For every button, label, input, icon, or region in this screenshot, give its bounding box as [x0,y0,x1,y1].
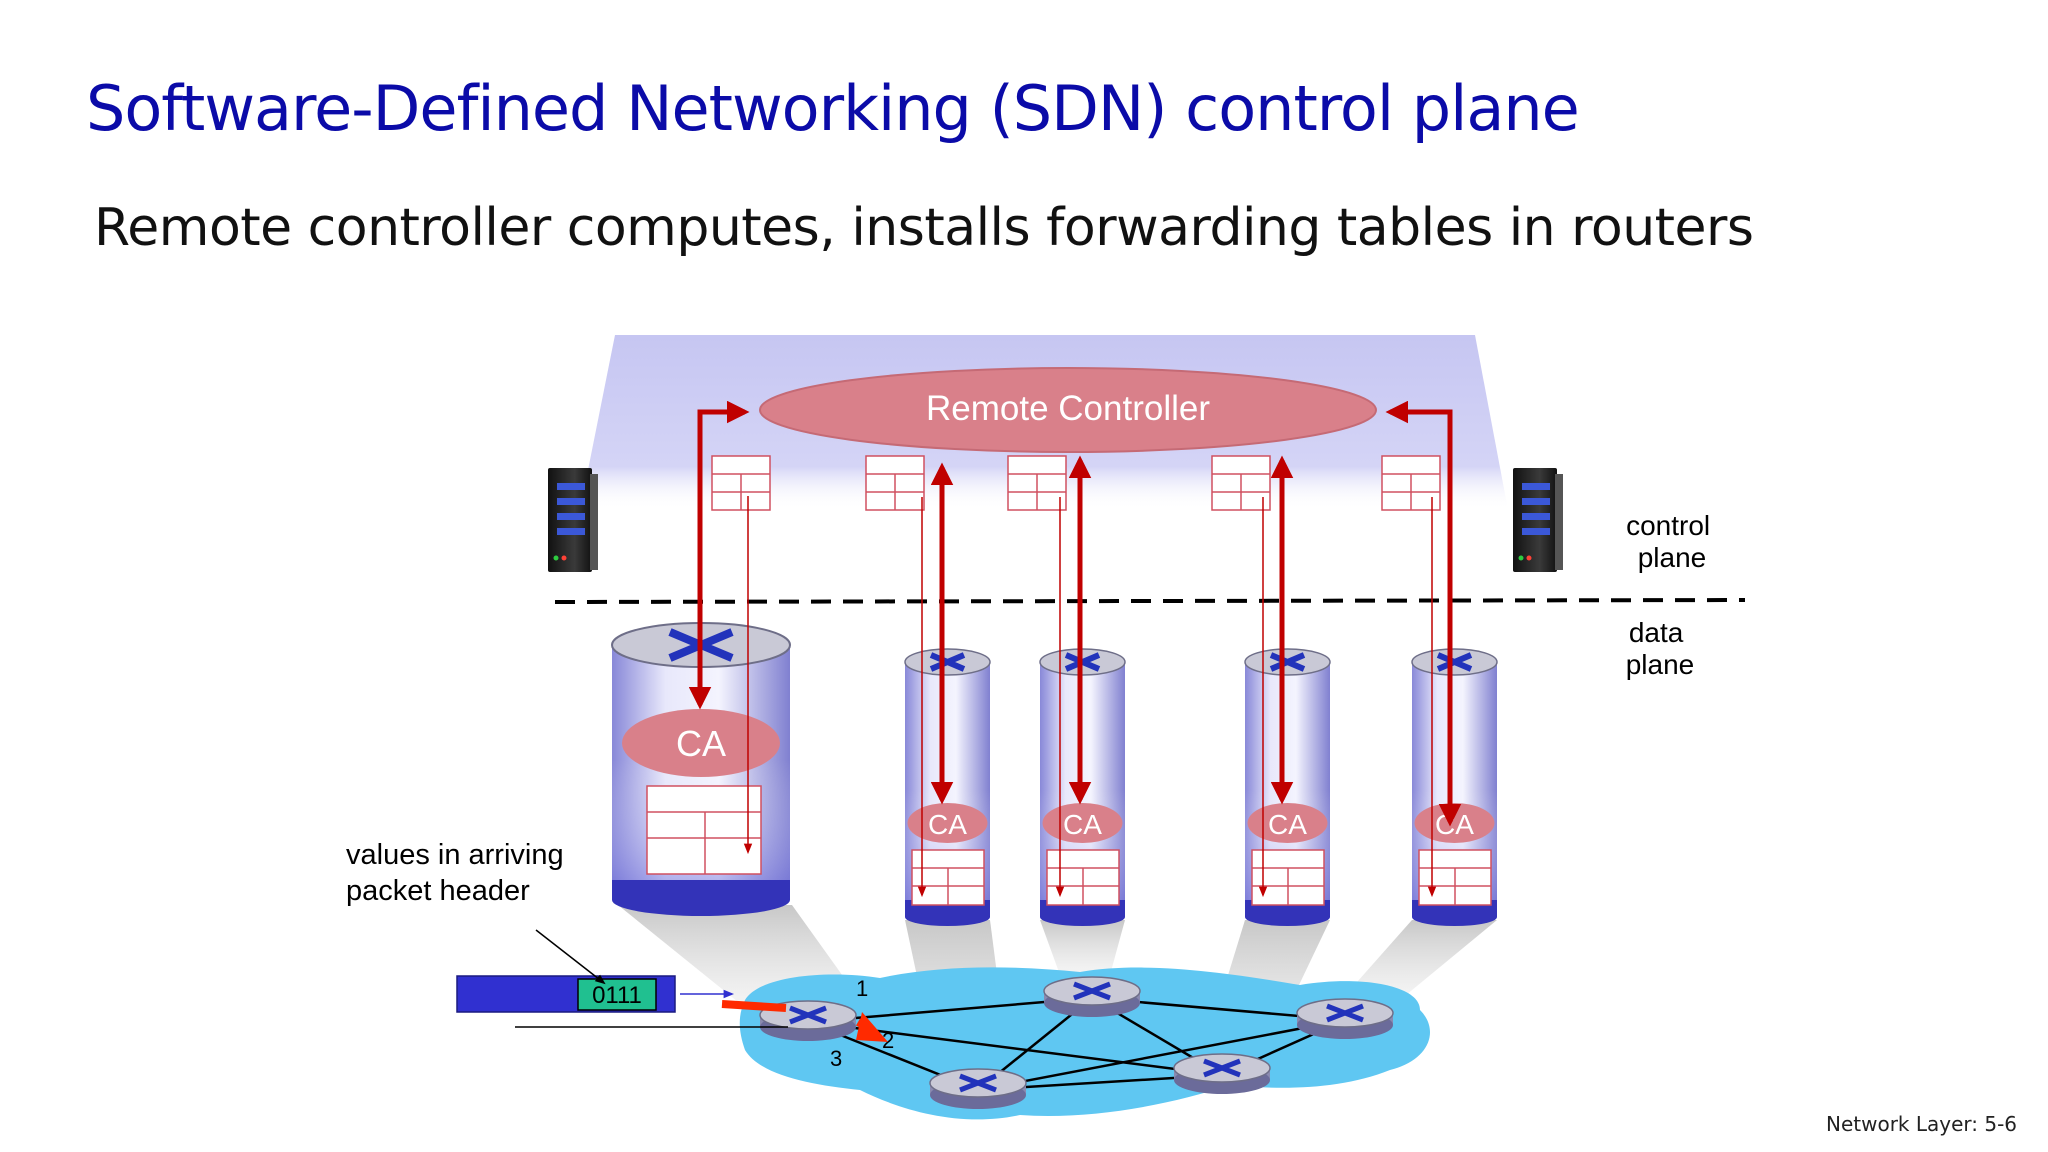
router-cylinder: CA [1411,648,1498,926]
network-routers [759,976,1394,1109]
control-plane-label: control plane [1626,510,1718,573]
server-rack-icon [1513,468,1563,572]
router-cylinder: CA [904,648,991,926]
port-label: 3 [830,1046,842,1071]
control-agent-label: CA [928,809,967,840]
flow-table-icon [1007,455,1067,511]
flow-table-icon [1046,849,1120,906]
remote-controller-label: Remote Controller [926,389,1210,428]
control-agent [622,709,780,777]
control-agent-label: CA [1435,809,1474,840]
packet-header-value-box [577,978,657,1011]
control-agent [907,803,988,843]
plane-divider [554,598,1746,604]
arriving-packet: 0111 [456,975,735,1013]
large-router: CA [611,622,791,916]
flow-table-icon [1418,849,1492,906]
control-agent [1042,803,1123,843]
forwarding-arrow [721,1000,787,1012]
flow-table-icon [911,849,985,906]
slide-footer: Network Layer: 5-6 [1826,1112,2018,1136]
small-routers: CA CA CA [904,648,1498,926]
router-icon [1173,1053,1271,1094]
slide-subtitle: Remote controller computes, installs for… [94,198,1754,258]
router-icon [1296,998,1394,1039]
flow-table-icon [646,785,762,875]
forwarding-arrow-head [856,1012,888,1042]
control-agent-label: CA [676,723,726,764]
packet-header-value: 0111 [592,982,642,1009]
data-plane-label: data plane [1626,617,1695,680]
flow-table-icon [865,455,925,511]
slide-title: Software-Defined Networking (SDN) contro… [86,72,1580,145]
router-icon [929,1068,1027,1109]
control-agent [1247,803,1328,843]
remote-controller [759,367,1377,453]
control-agent-label: CA [1063,809,1102,840]
port-label: 1 [856,976,868,1001]
packet-header-label: values in arriving packet header [346,839,572,907]
port-label: 2 [882,1028,894,1053]
table-install-arrows [743,496,1437,898]
router-cylinder: CA [1244,648,1331,926]
router-icon [1043,976,1141,1017]
flow-table-icon [1211,455,1271,511]
callout-arrow [535,929,606,985]
flow-table-icon [711,455,771,511]
controller-arrows [688,400,1462,827]
control-agent-label: CA [1268,809,1307,840]
server-rack-icon [548,468,598,572]
